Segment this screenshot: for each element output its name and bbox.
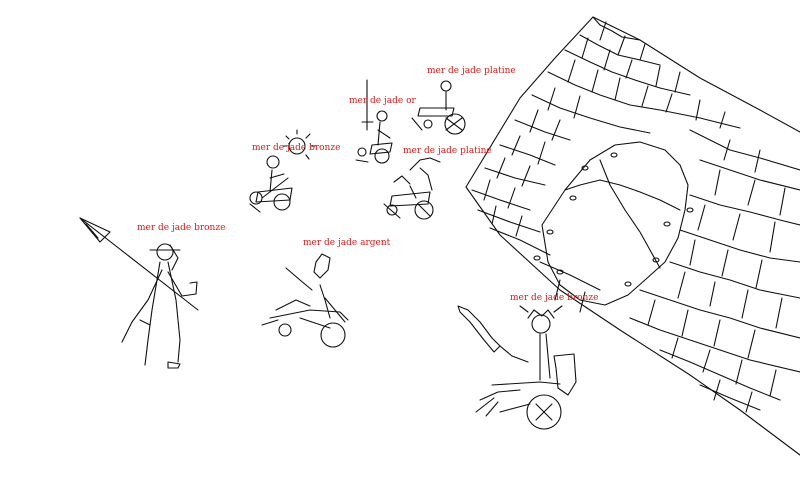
- unit-label: mer de jade platine: [427, 66, 516, 76]
- unit-label: mer de jade bronze: [252, 143, 341, 153]
- unit-label: mer de jade or: [349, 96, 416, 106]
- unit-spearman[interactable]: [79, 217, 199, 369]
- unit-label: mer de jade bronze: [510, 293, 599, 303]
- unit-viking[interactable]: [457, 305, 577, 430]
- castle-gate[interactable]: [533, 141, 694, 306]
- unit-wheel-claw[interactable]: [383, 157, 441, 220]
- unit-label: mer de jade bronze: [137, 223, 226, 233]
- unit-wheel-sword[interactable]: [355, 79, 393, 164]
- unit-wheel-top[interactable]: [411, 80, 466, 135]
- unit-label: mer de jade argent: [303, 238, 391, 248]
- castle-wall[interactable]: [465, 16, 800, 456]
- unit-wheel-silver[interactable]: [261, 253, 349, 348]
- unit-label: mer de jade platine: [403, 146, 492, 156]
- unit-wheel-sun[interactable]: [249, 129, 316, 213]
